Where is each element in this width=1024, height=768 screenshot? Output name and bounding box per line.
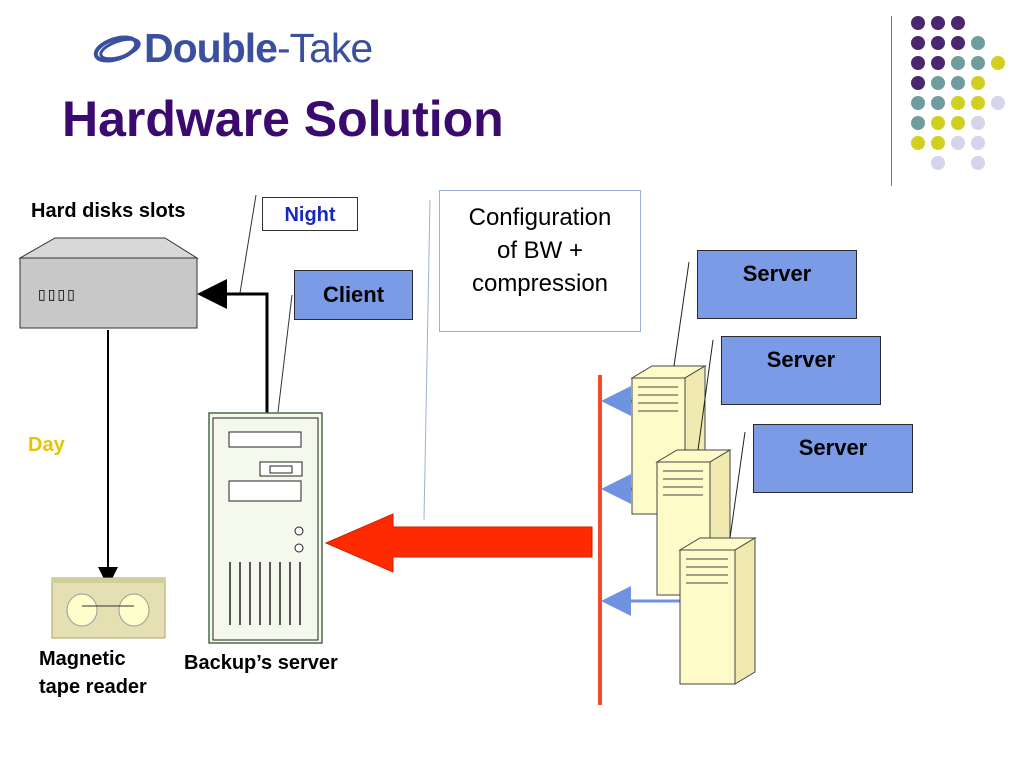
hard-disks-slots-label: Hard disks slots [31,200,186,222]
config-note-line-3: compression [471,270,609,297]
hard-disk-enclosure [18,237,199,329]
decorative-dot [931,156,945,170]
decorative-dot [911,96,925,110]
decorative-dot [951,16,965,30]
decorative-dot [911,76,925,90]
decorative-dot [971,116,985,130]
decorative-dot [971,96,985,110]
double-take-swirl-logo-icon [93,35,141,63]
decorative-dot [991,96,1005,110]
decorative-dot [911,36,925,50]
disk-slots: ▯▯▯▯ [38,286,77,302]
decorative-dot [951,56,965,70]
callout-line-server-1 [673,261,690,367]
double-take-logo: Double-Take [92,25,373,72]
night-arrow [197,279,269,415]
decorative-dot [951,76,965,90]
decorative-dot [911,16,925,30]
logo-text-take: -Take [276,25,373,71]
decorative-dot [911,116,925,130]
backup-server-label: Backup’s server [184,652,338,674]
config-note-line-1: Configuration [468,204,612,231]
server-box-1: Server [697,250,857,319]
tape-label-line-1: Magnetic [39,648,126,670]
magnetic-tape-reader [51,577,166,639]
config-note-box: Configuration of BW + compression [439,190,641,332]
server-tower-3 [678,537,757,685]
decorative-dot [971,136,985,150]
decorative-dot [951,116,965,130]
decorative-dot [931,56,945,70]
decorative-dot [931,76,945,90]
client-box: Client [294,270,413,320]
decorative-dot [991,56,1005,70]
decorative-dot [911,136,925,150]
decorative-dot [931,16,945,30]
callout-line-config [423,199,431,521]
callout-line-server-2 [697,339,714,451]
tape-label-line-2: tape reader [39,676,147,698]
night-label: Night [262,197,358,231]
decorative-dot [951,136,965,150]
decorative-dot [931,136,945,150]
server-box-3: Server [753,424,913,493]
magnetic-tape-reader-label: Magnetic tape reader [39,645,147,701]
decorative-dot [931,116,945,130]
decorative-dot [951,96,965,110]
callout-line-night [239,194,257,294]
config-note-line-2: of BW + [496,237,584,264]
callout-line-server-3 [729,431,746,539]
day-label: Day [28,434,65,456]
decorative-dot [971,156,985,170]
server-box-2: Server [721,336,881,405]
decorative-dot [951,36,965,50]
logo-text-double: Double [144,25,278,71]
page-title: Hardware Solution [62,91,504,147]
backup-server-tower [208,412,323,644]
callout-line-client [277,294,293,413]
decorative-dot [971,36,985,50]
decorative-dot [911,56,925,70]
replication-arrow [324,513,593,573]
divider-line [891,16,892,186]
decorative-dot [971,56,985,70]
decorative-dot [931,96,945,110]
decorative-dot [931,36,945,50]
decorative-dot [971,76,985,90]
